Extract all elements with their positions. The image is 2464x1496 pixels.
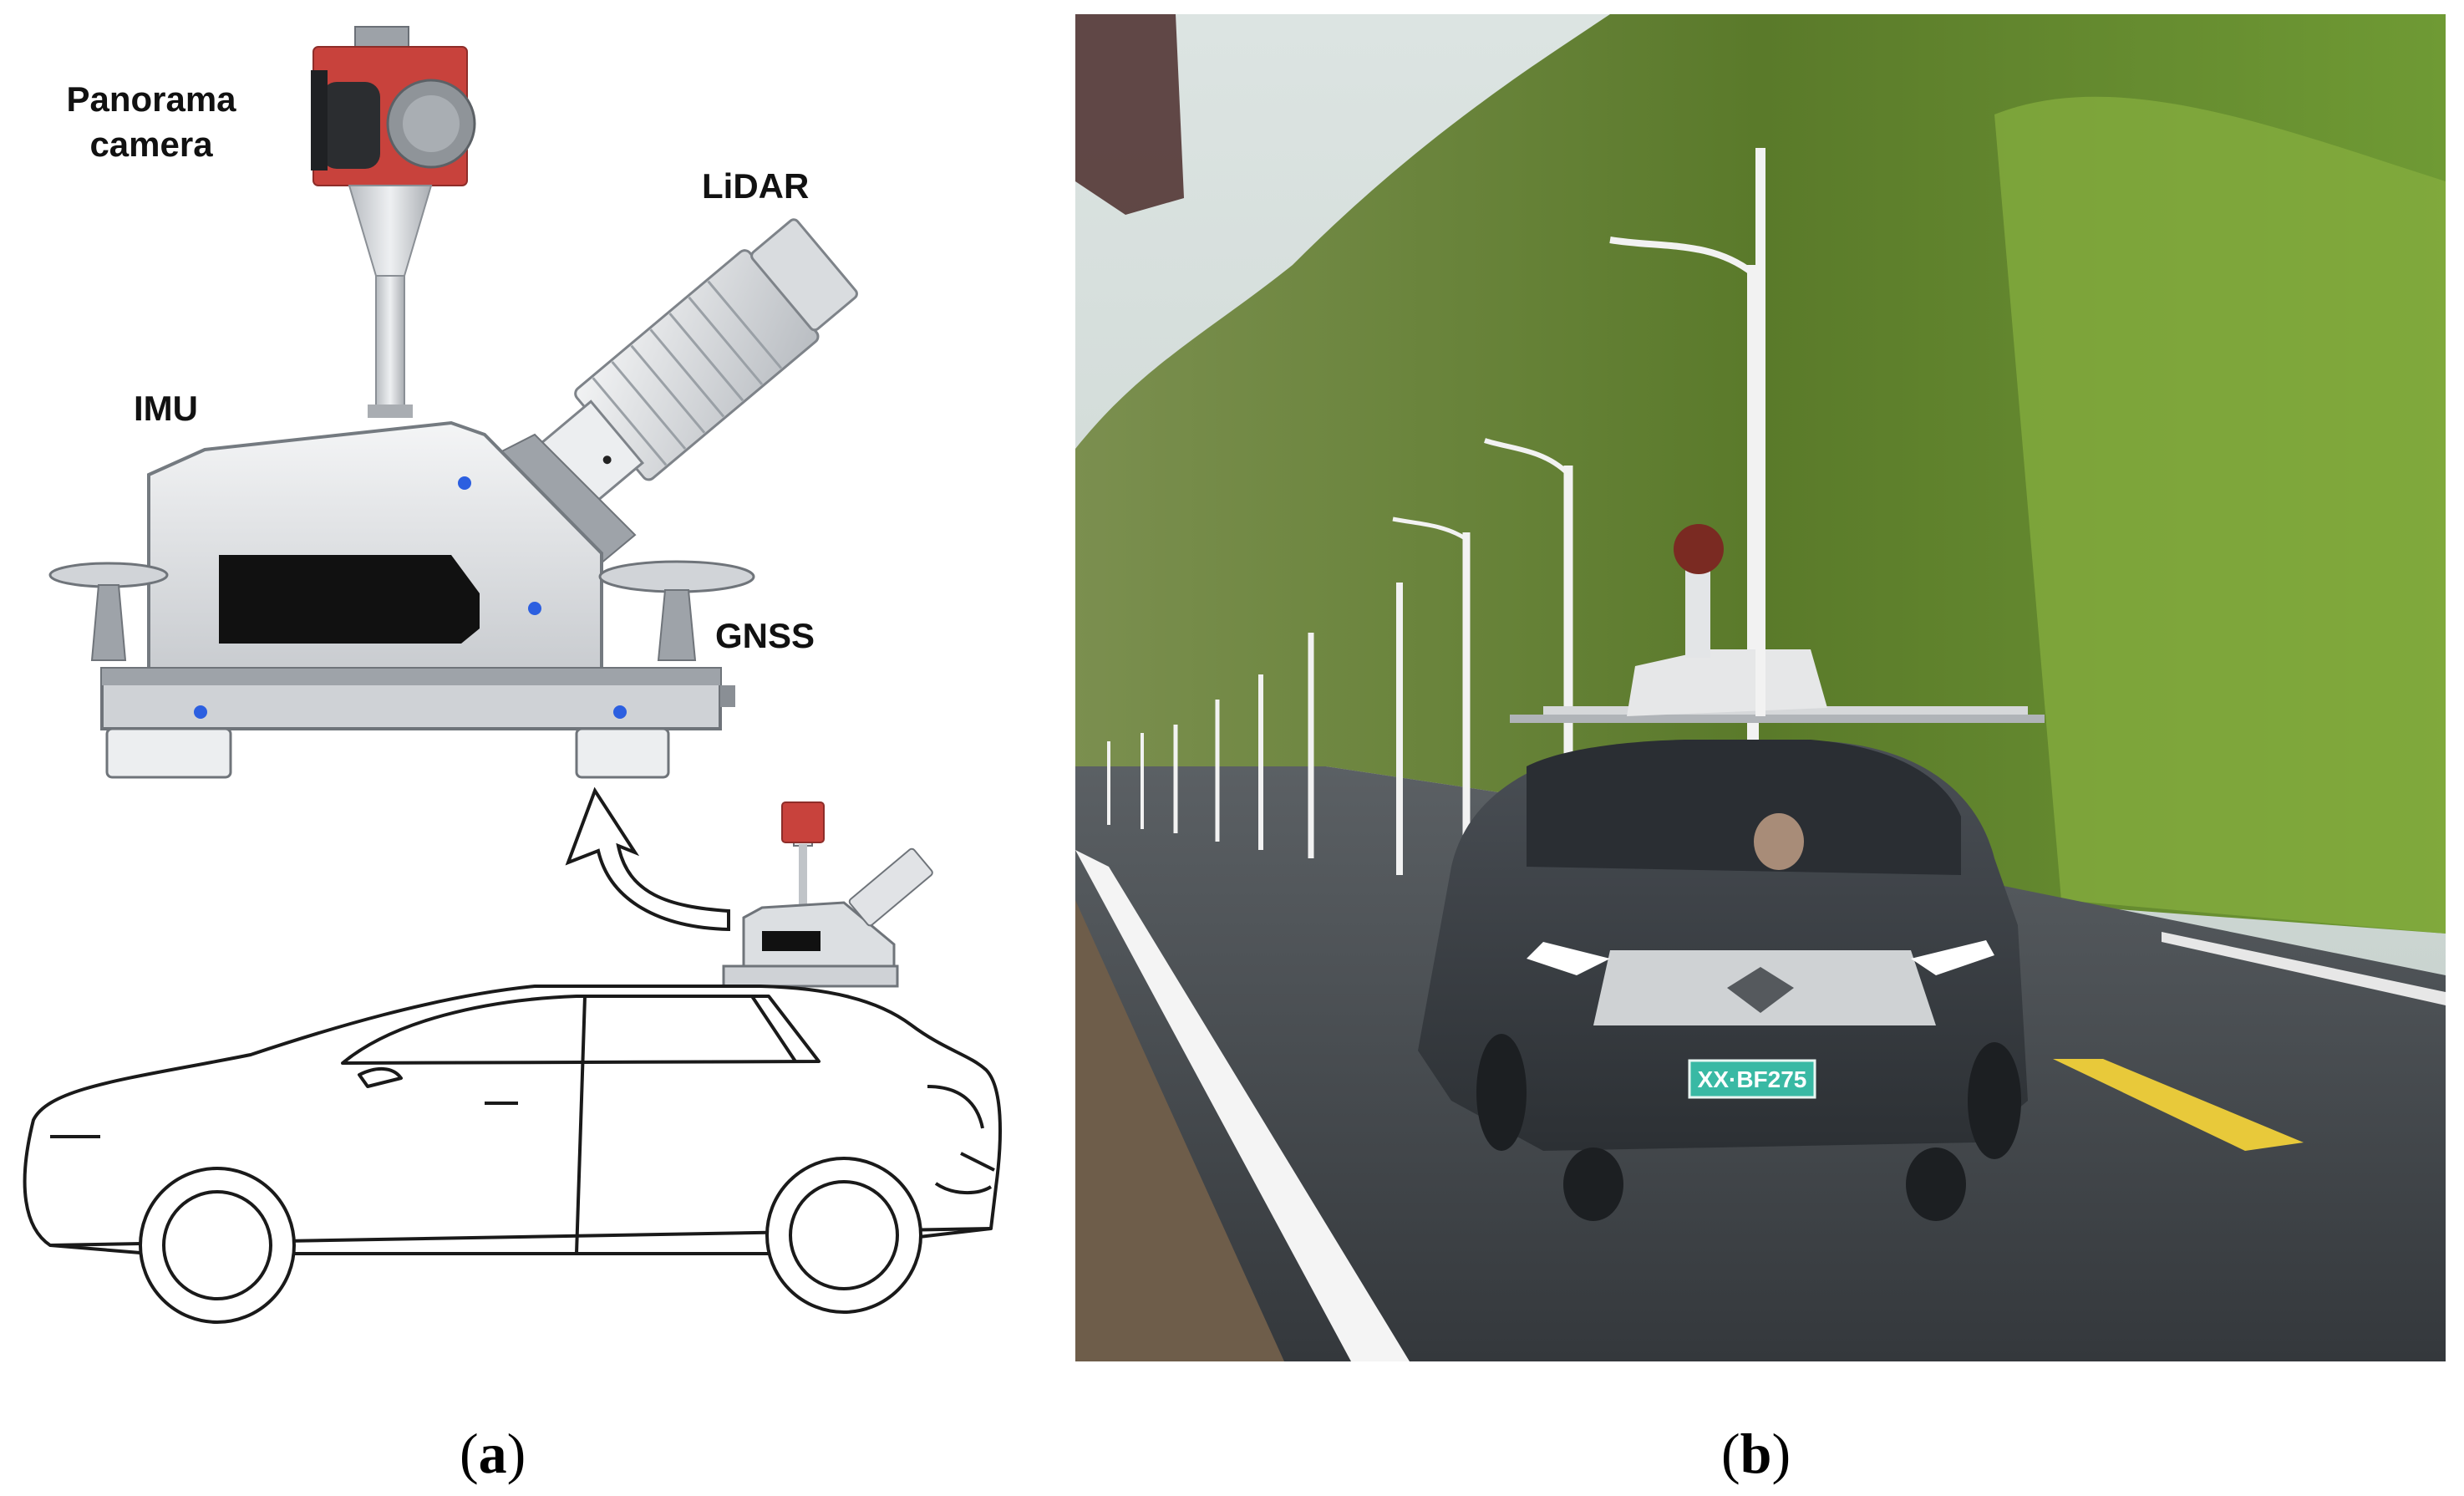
- panel-a-schematic: Panorama camera LiDAR IMU GNSS: [0, 0, 1044, 1371]
- license-plate-text: XX·BF275: [1698, 1066, 1807, 1092]
- zoom-arrow: [565, 786, 730, 932]
- imu-label: IMU: [134, 389, 198, 428]
- camera-mast: [1685, 566, 1710, 658]
- headlight-left: [1527, 942, 1610, 975]
- panorama-camera-label-line2: camera: [89, 124, 213, 164]
- foreground-leaves: [1075, 14, 1184, 215]
- right-road-edge: [2162, 932, 2446, 1005]
- panorama-camera-label-line1: Panorama: [66, 79, 236, 119]
- caption-b: (b): [1721, 1422, 1791, 1485]
- lidar-label: LiDAR: [702, 166, 810, 206]
- vehicle-photo-svg: XX·BF275: [1075, 14, 2446, 1361]
- panorama-camera: [311, 26, 476, 186]
- base-rail: [100, 667, 735, 779]
- camera-mast: [348, 185, 433, 418]
- survey-car: XX·BF275: [1418, 740, 2028, 1221]
- system-schematic-svg: [23, 26, 1002, 1324]
- road-shoulder: [1075, 900, 1284, 1361]
- caption-a: (a): [460, 1422, 526, 1485]
- windshield: [1527, 740, 1961, 875]
- gnss-antenna-left: [48, 562, 169, 661]
- road-edge-line: [1075, 850, 1410, 1361]
- roof-device-small: [722, 801, 933, 988]
- roof-mapping-device: [1510, 148, 2045, 723]
- center-lane-yellow: [2053, 1059, 2304, 1151]
- willow-trees: [1994, 96, 2446, 934]
- caption-b-letter: b: [1740, 1422, 1772, 1485]
- headlight-right: [1911, 940, 1994, 975]
- car-outline: [23, 985, 1002, 1324]
- imu-window: [219, 555, 480, 644]
- license-plate: [1688, 1059, 1816, 1099]
- panorama-camera-label: Panorama camera: [55, 77, 247, 167]
- driver: [1754, 813, 1804, 870]
- panel-b-photo: XX·BF275: [1075, 14, 2446, 1361]
- caption-a-letter: a: [478, 1422, 507, 1485]
- panorama-camera-photo: [1674, 524, 1724, 574]
- gnss-antenna-right: [598, 560, 755, 661]
- gnss-label: GNSS: [715, 616, 815, 655]
- lidar-sensor: [531, 218, 858, 513]
